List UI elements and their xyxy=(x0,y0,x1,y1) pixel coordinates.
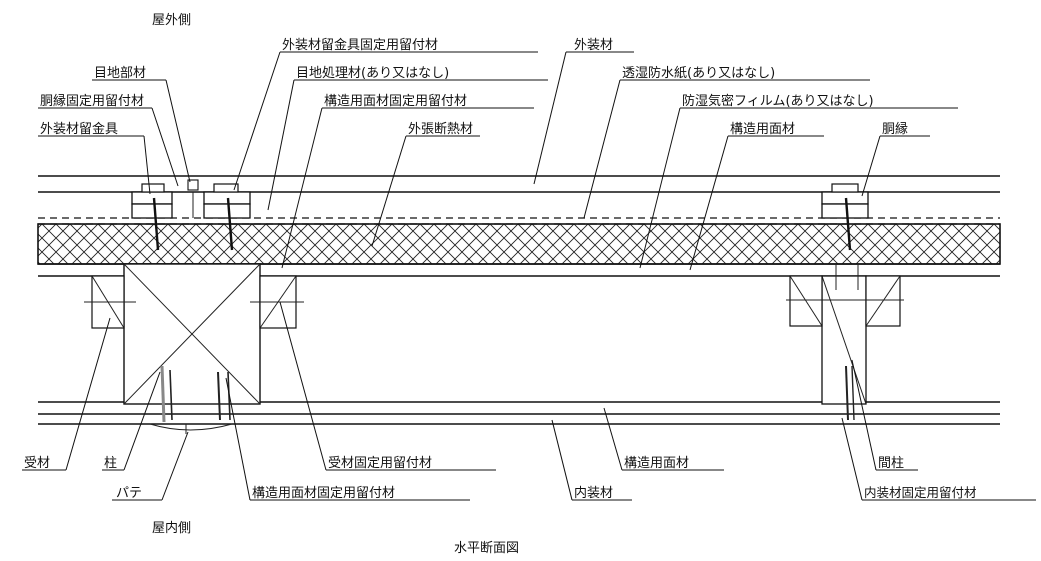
label-structural-panel-fastener-bottom: 構造用面材固定用留付材 xyxy=(252,486,395,501)
outdoor-side-label: 屋外側 xyxy=(152,13,191,28)
label-interior-finish: 内装材 xyxy=(574,485,613,501)
label-cladding-clip-fastener: 外装材留金具固定用留付材 xyxy=(282,37,438,53)
insulation-layer xyxy=(37,223,1001,265)
label-putty: パテ xyxy=(116,486,142,501)
label-breathable-paper: 透湿防水紙(あり又はなし) xyxy=(622,65,775,81)
interior-layers xyxy=(38,401,1000,425)
label-furring-fastener: 胴縁固定用留付材 xyxy=(40,93,144,109)
label-post: 柱 xyxy=(104,456,117,471)
cladding-clips-left xyxy=(131,179,251,251)
label-cladding-clip: 外装材留金具 xyxy=(40,121,118,137)
label-receiver: 受材 xyxy=(24,456,50,471)
indoor-side-label: 屋内側 xyxy=(152,520,191,536)
label-joint-member: 目地部材 xyxy=(94,66,146,81)
label-vapor-barrier-film: 防湿気密フィルム(あり又はなし) xyxy=(682,93,874,109)
cladding-clip-right xyxy=(821,183,869,251)
label-joint-sealant: 目地処理材(あり又はなし) xyxy=(296,66,449,81)
leader-lines xyxy=(22,51,1036,501)
label-furring: 胴縁 xyxy=(882,121,908,137)
post xyxy=(84,263,304,434)
label-structural-panel-top: 構造用面材 xyxy=(730,122,795,137)
label-structural-panel-bottom: 構造用面材 xyxy=(624,456,689,471)
label-receiver-fastener: 受材固定用留付材 xyxy=(328,456,432,471)
label-exterior-insulation: 外張断熱材 xyxy=(408,122,473,137)
label-stud: 間柱 xyxy=(878,456,904,471)
label-structural-panel-fastener-top: 構造用面材固定用留付材 xyxy=(324,94,467,109)
diagram-caption: 水平断面図 xyxy=(454,541,519,556)
label-exterior-cladding: 外装材 xyxy=(574,38,613,53)
stud xyxy=(786,264,904,421)
label-interior-finish-fastener: 内装材固定用留付材 xyxy=(864,485,977,500)
